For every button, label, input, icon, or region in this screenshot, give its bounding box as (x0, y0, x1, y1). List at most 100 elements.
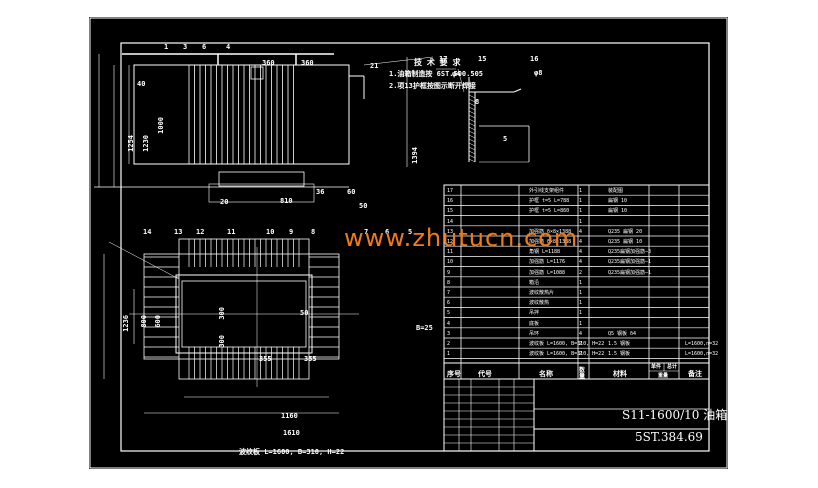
dim-600: 600 (154, 315, 162, 328)
dim-300-b: 300 (218, 335, 226, 348)
callout-7: 7 (364, 228, 369, 236)
hatch (468, 110, 476, 115)
parts-row-material: Q235扁钢加强筋—1 (608, 269, 652, 276)
parts-row-no: 12 (447, 239, 454, 245)
tech-req-heading: 技 术 要 求 (414, 58, 461, 67)
dim-1000: 1000 (157, 117, 165, 134)
callout-14: 14 (143, 228, 152, 236)
parts-row-name: 波纹板 L=1600, B=310, H=22 (529, 351, 605, 358)
dim-355-a: 355 (259, 355, 272, 363)
parts-row-qty: 1 (579, 310, 583, 317)
parts-row-name: 角钢 L=1188 (529, 249, 561, 256)
dim-800: 800 (140, 315, 148, 328)
parts-row-no: 6 (447, 300, 451, 307)
parts-row-qty: 1 (579, 320, 583, 327)
dim-360-b: 360 (301, 59, 314, 67)
parts-row-material: 扁钢 10 (608, 208, 628, 215)
header-total: 总计 (667, 364, 678, 370)
dim-1230: 1230 (142, 135, 150, 152)
parts-row-qty: 4 (579, 330, 583, 337)
parts-row-name: 护框 t=5 L=788 (529, 198, 570, 205)
callout-9: 9 (289, 228, 294, 236)
plan-corrugated (143, 253, 340, 360)
hatch (468, 150, 476, 155)
hatch (468, 126, 476, 131)
leader (363, 56, 434, 66)
hatch (468, 122, 476, 127)
dim-40: 40 (137, 80, 146, 88)
parts-row-qty: 2 (579, 269, 583, 276)
dim-phi4: φ4 (452, 70, 461, 78)
parts-row-name: 加强筋 δ×8×1388 (529, 239, 572, 245)
parts-row-no: 3 (447, 330, 451, 337)
parts-row-no: 7 (447, 290, 451, 296)
parts-row-qty: 1 (579, 300, 583, 307)
outer-border (89, 17, 728, 469)
callout-6b: 6 (385, 228, 390, 236)
dim-c50: 50 (300, 309, 309, 317)
callout-8: 8 (311, 228, 316, 236)
callout-11: 11 (227, 228, 236, 236)
parts-row-no: 5 (447, 310, 451, 317)
parts-row-no: 1 (447, 351, 451, 358)
dim-20: 20 (220, 198, 229, 206)
parts-row-qty: 2 (579, 351, 583, 358)
parts-row-no: 9 (447, 269, 451, 276)
dim-1160: 1160 (281, 412, 298, 420)
parts-row-remark: L=1600,n=32 (685, 341, 719, 347)
parts-row-name: 加强筋 L=1088 (529, 269, 566, 276)
parts-row-name: 波纹散热片 (529, 290, 555, 296)
tech-req-2: 2.项13护框按图示断开焊接 (389, 82, 476, 90)
parts-row-material: Q5 钢板 δ4 (608, 330, 637, 337)
parts-row-no: 4 (447, 320, 451, 327)
dim-810: 810 (280, 197, 293, 205)
callout-15: 15 (478, 55, 487, 63)
parts-row-material: 1.5 钢板 (608, 351, 631, 358)
parts-row-name: 底板 (529, 320, 540, 327)
callout-10: 10 (266, 228, 275, 236)
parts-row-no: 8 (447, 279, 451, 286)
hatch (468, 118, 476, 123)
base-frame (218, 171, 305, 187)
hatch (468, 94, 476, 99)
hatch (468, 138, 476, 143)
parts-row-qty: 1 (579, 290, 583, 296)
header-seq: 序号 (447, 370, 461, 378)
parts-row-name: 箱沿 (529, 279, 540, 286)
hatch (468, 154, 476, 159)
base (208, 183, 315, 203)
parts-row-material: 1.5 钢板 (608, 341, 631, 347)
parts-row-qty: 4 (579, 259, 583, 266)
dim-50: 50 (359, 202, 368, 210)
parts-row-qty: 2 (579, 341, 583, 347)
lifting-lug (250, 66, 264, 80)
hatch (468, 102, 476, 107)
drawing-lines (89, 17, 728, 469)
callout-12: 12 (196, 228, 205, 236)
hatch (468, 158, 476, 163)
dim-60: 60 (347, 188, 356, 196)
parts-row-qty: 1 (579, 218, 583, 225)
drawing-title: S11-1600/10 油箱 (622, 408, 728, 422)
watermark: www.zhutucn.com (344, 224, 579, 252)
header-qty: 数量 (579, 367, 586, 380)
parts-row-remark: L=1600,n=32 (685, 351, 719, 358)
parts-row-material: Q235 扁钢 20 (608, 228, 643, 235)
dim-5: 5 (503, 135, 508, 143)
parts-row-no: 14 (447, 218, 454, 225)
parts-row-qty: 1 (579, 279, 583, 286)
leader (108, 241, 180, 280)
parts-row-qty: 1 (579, 198, 583, 205)
parts-row-name: 加强筋 L=1176 (529, 259, 566, 266)
drawing-sheet: 技 术 要 求 1.油箱制造按 6ST.500.505 2.项13护框按图示断开… (89, 17, 728, 469)
hatch (468, 142, 476, 147)
parts-row-material: 装配图 (608, 188, 624, 194)
dim-phi8: φ8 (534, 69, 543, 77)
callout-5: 5 (408, 228, 413, 236)
callout-1: 1 (164, 43, 169, 51)
parts-row-qty: 1 (579, 188, 583, 194)
parts-row-name: 吊环 (529, 330, 540, 337)
dim-1254: 1254 (127, 135, 135, 152)
hatch (468, 130, 476, 135)
dim-355-b: 355 (304, 355, 317, 363)
